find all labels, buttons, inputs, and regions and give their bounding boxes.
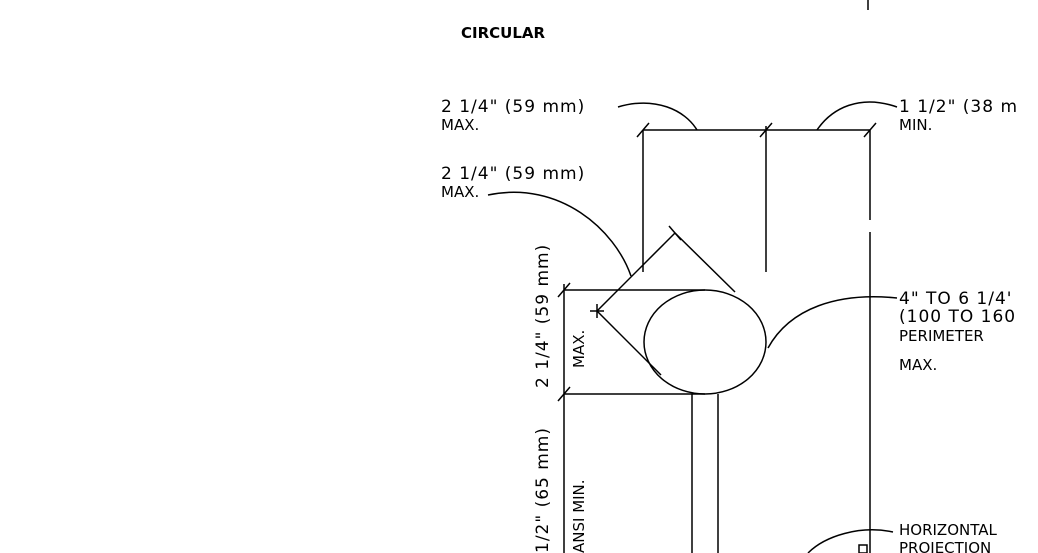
perimeter-text-line2: (100 TO 160	[899, 307, 1016, 327]
tick-mark	[557, 282, 571, 298]
horizontal-projection-line1: HORIZONTAL	[899, 521, 997, 539]
right-angle-marker	[858, 544, 868, 553]
vertical-lower-qualifier-text: ANSI MIN.	[570, 479, 588, 553]
tick-mark	[863, 122, 877, 138]
tick-mark	[557, 386, 571, 402]
leader-top-left	[617, 102, 698, 131]
diagonal-dimension-text: 2 1/4" (59 mm)	[441, 164, 585, 184]
perimeter-text-line3: PERIMETER	[899, 327, 984, 345]
top-right-qualifier-text: MIN.	[899, 116, 932, 134]
top-right-dimension-text: 1 1/2" (38 m	[899, 97, 1018, 117]
perimeter-text-line4: MAX.	[899, 356, 937, 374]
leader-perimeter	[767, 296, 898, 349]
perimeter-text-line1: 4" TO 6 1/4'	[899, 289, 1012, 309]
diagonal-dimension-line	[596, 232, 676, 312]
vertical-upper-dimension-text: 2 1/4" (59 mm)	[533, 244, 553, 388]
tick-mark	[668, 225, 682, 241]
handrail-circle	[643, 289, 767, 395]
diagonal-extension-upper	[674, 232, 736, 293]
horizontal-projection-line2: PROJECTION	[899, 539, 991, 553]
section-heading: CIRCULAR	[461, 24, 545, 42]
top-left-qualifier-text: MAX.	[441, 116, 479, 134]
diagonal-qualifier-text: MAX.	[441, 183, 479, 201]
leader-horizontal-projection	[807, 529, 894, 553]
top-left-dimension-text: 2 1/4" (59 mm)	[441, 97, 585, 117]
diagonal-extension-lower	[596, 310, 662, 376]
tick-mark	[636, 122, 650, 138]
leader-top-right	[816, 101, 898, 131]
vertical-lower-dimension-text: 1/2" (65 mm)	[533, 427, 553, 553]
leader-diagonal	[487, 191, 632, 277]
vertical-upper-qualifier-text: MAX.	[570, 330, 588, 368]
tick-mark	[759, 122, 773, 138]
